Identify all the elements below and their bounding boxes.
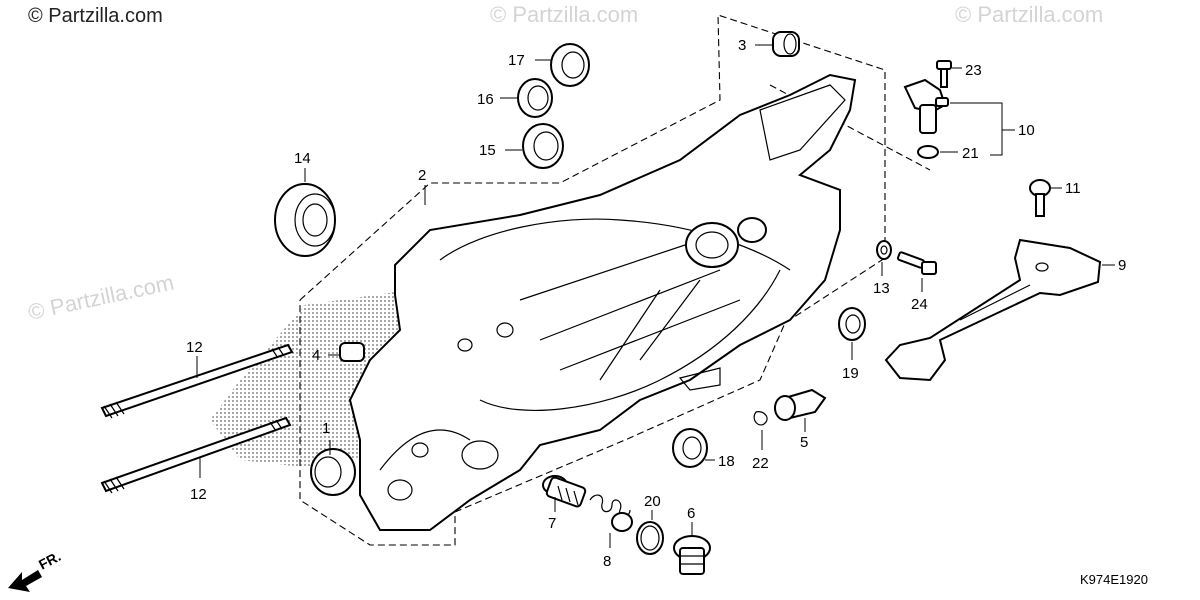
- part-5-fitting: [774, 388, 827, 421]
- part-12-stud: [100, 416, 292, 494]
- part-10-sensor: [903, 78, 949, 134]
- callout-3: 3: [738, 37, 746, 54]
- callout-23: 23: [965, 62, 982, 79]
- watermark: © Partzilla.com: [955, 2, 1103, 27]
- callout-5: 5: [800, 434, 808, 451]
- callout-7: 7: [548, 515, 556, 532]
- callout-6: 6: [687, 505, 695, 522]
- watermark: © Partzilla.com: [28, 5, 163, 27]
- callout-10: 10: [1018, 122, 1035, 139]
- part-3-bushing: [772, 31, 800, 57]
- callout-22: 22: [752, 455, 769, 472]
- part-17-bearing: [550, 43, 590, 87]
- callout-16: 16: [477, 91, 494, 108]
- part-9-bracket: [884, 238, 1102, 382]
- callout-9: 9: [1118, 257, 1126, 274]
- part-12-stud: [100, 343, 294, 419]
- direction-label: FR.: [36, 548, 63, 573]
- callout-8: 8: [603, 553, 611, 570]
- callout-18: 18: [718, 453, 735, 470]
- front-arrow-icon: [8, 570, 42, 592]
- callout-4: 4: [312, 347, 320, 364]
- part-8-spring: [589, 494, 633, 532]
- part-20-oring: [636, 521, 664, 555]
- callout-1: 1: [322, 420, 330, 437]
- callout-12: 12: [186, 339, 203, 356]
- callout-17: 17: [508, 52, 525, 69]
- part-13-washer: [876, 240, 892, 260]
- assembly-boundary: [299, 14, 886, 546]
- callout-12: 12: [190, 486, 207, 503]
- part-1-bearing: [310, 448, 356, 496]
- callout-11: 11: [1065, 180, 1081, 197]
- diagram-code: K974E1920: [1080, 572, 1148, 587]
- callout-15: 15: [479, 142, 496, 159]
- part-22-clip: [753, 411, 768, 426]
- sensor-boundary: [769, 84, 931, 171]
- callout-14: 14: [294, 150, 311, 167]
- watermark: © Partzilla.com: [26, 270, 176, 325]
- part-6-plug: [673, 535, 711, 575]
- callout-19: 19: [842, 365, 859, 382]
- part-19-seal: [838, 307, 866, 341]
- part-21-oring: [917, 145, 939, 159]
- callout-20: 20: [644, 493, 661, 510]
- callout-13: 13: [873, 280, 890, 297]
- callout-2: 2: [418, 167, 426, 184]
- part-11-bolt: [1029, 179, 1051, 217]
- watermark: © Partzilla.com: [490, 2, 638, 27]
- part-7-strainer: [542, 475, 587, 508]
- part-15-bearing: [522, 123, 564, 169]
- part-14-bearing: [274, 183, 336, 257]
- callout-24: 24: [911, 296, 928, 313]
- part-24-bolt: [896, 251, 937, 275]
- part-18-seal: [672, 428, 708, 468]
- part-16-bearing: [517, 78, 553, 118]
- part-23-bolt: [936, 60, 952, 88]
- callout-21: 21: [962, 145, 979, 162]
- crankcase-body: [348, 73, 857, 531]
- part-4-dowel: [339, 342, 365, 362]
